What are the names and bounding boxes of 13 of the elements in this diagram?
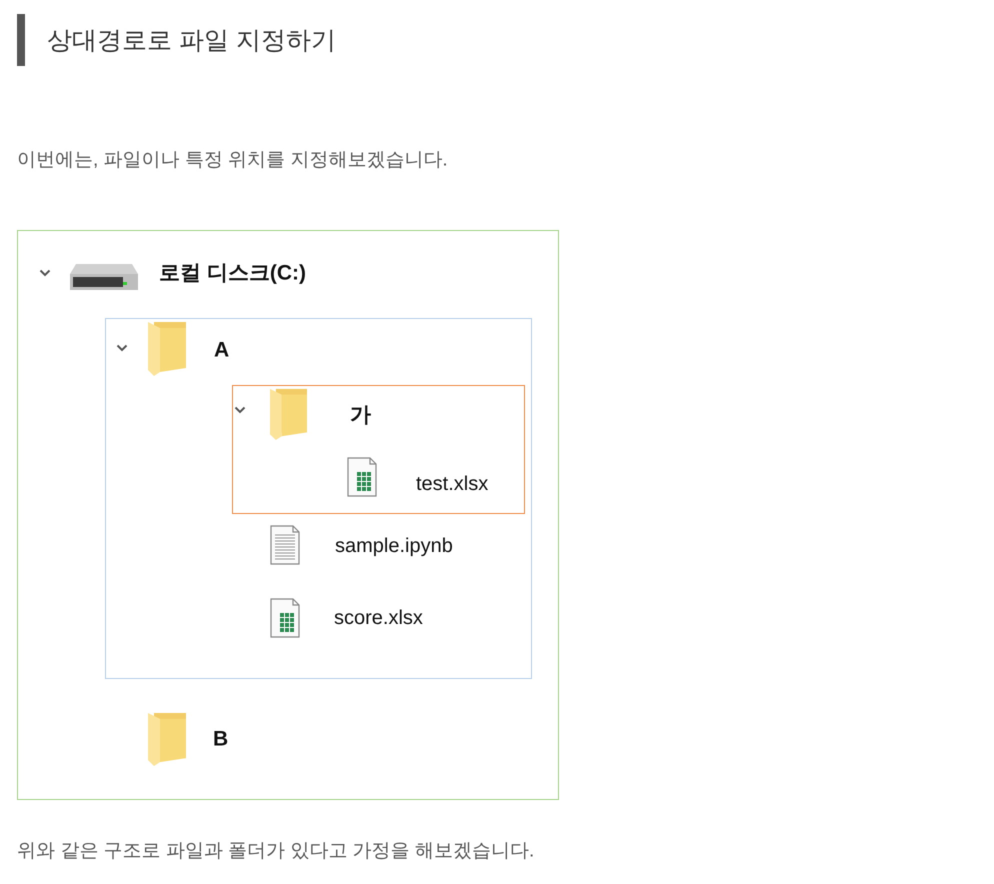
file-label: score.xlsx	[334, 608, 423, 628]
file-label: sample.ipynb	[335, 536, 453, 556]
folder-box	[232, 385, 525, 514]
file-label: test.xlsx	[416, 474, 488, 494]
paragraph: 이번에는, 파일이나 특정 위치를 지정해보겠습니다.	[17, 150, 448, 170]
folder-label: B	[213, 728, 228, 750]
drive-label: 로컬 디스크(C:)	[159, 262, 306, 284]
folder-box	[105, 318, 532, 679]
folder-label: A	[214, 340, 230, 360]
tree-panel	[17, 230, 559, 800]
title: 상대경로로 파일 지정하기	[47, 28, 336, 54]
folder-label: 가	[350, 404, 371, 426]
paragraph: 위와 같은 구조로 파일과 폴더가 있다고 가정을 해보겠습니다.	[17, 842, 534, 860]
